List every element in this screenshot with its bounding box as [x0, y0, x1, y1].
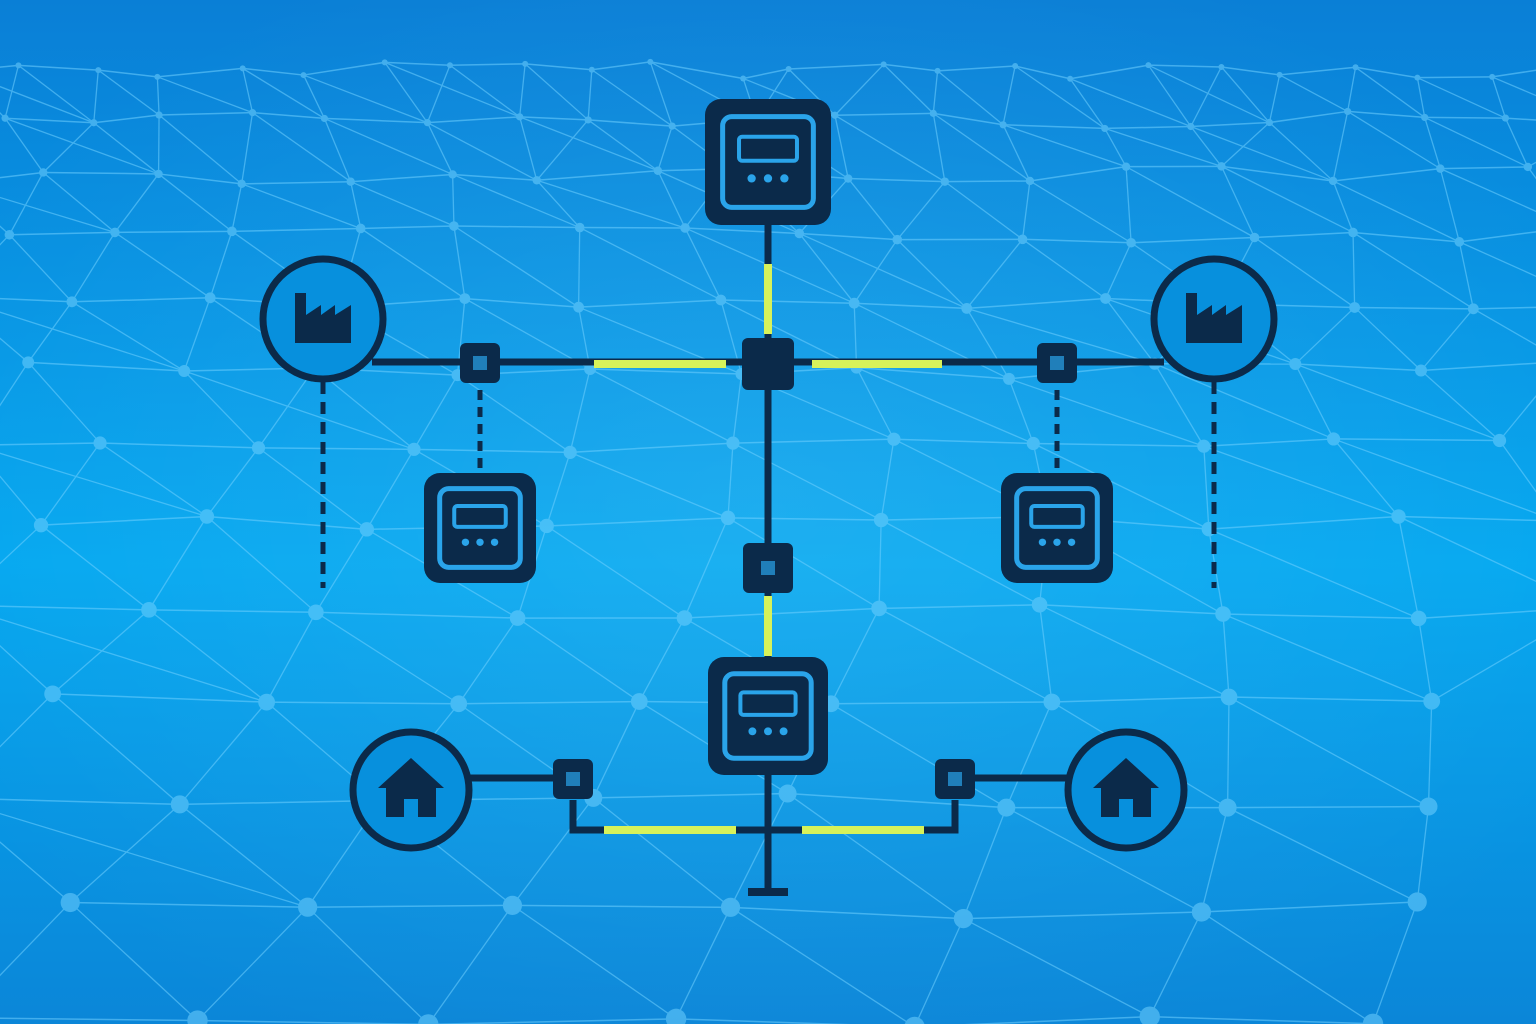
house-icon: [1093, 758, 1159, 817]
hub-center[interactable]: [742, 338, 794, 390]
junction-lower[interactable]: [743, 543, 793, 593]
junction-left[interactable]: [460, 343, 500, 383]
meter-top[interactable]: [705, 99, 831, 225]
junction-right[interactable]: [1037, 343, 1077, 383]
meter-left[interactable]: [424, 473, 536, 583]
junction-house-left[interactable]: [553, 759, 593, 799]
factory-left[interactable]: [259, 255, 387, 383]
smart-meter-icon: [738, 690, 798, 736]
junction-house-right[interactable]: [935, 759, 975, 799]
factory-icon: [1186, 293, 1242, 343]
smart-meter-icon: [737, 134, 799, 183]
meter-right[interactable]: [1001, 473, 1113, 583]
smart-meter-icon: [1029, 504, 1085, 546]
house-icon: [378, 758, 444, 817]
house-left[interactable]: [349, 728, 473, 852]
highlight-segments: [594, 264, 942, 834]
factory-right[interactable]: [1150, 255, 1278, 383]
meter-bottom[interactable]: [708, 657, 828, 775]
factory-icon: [295, 293, 351, 343]
smart-meters: [424, 99, 1113, 775]
junction-boxes: [460, 338, 1077, 799]
smart-meter-icon: [452, 504, 508, 546]
house-right[interactable]: [1064, 728, 1188, 852]
